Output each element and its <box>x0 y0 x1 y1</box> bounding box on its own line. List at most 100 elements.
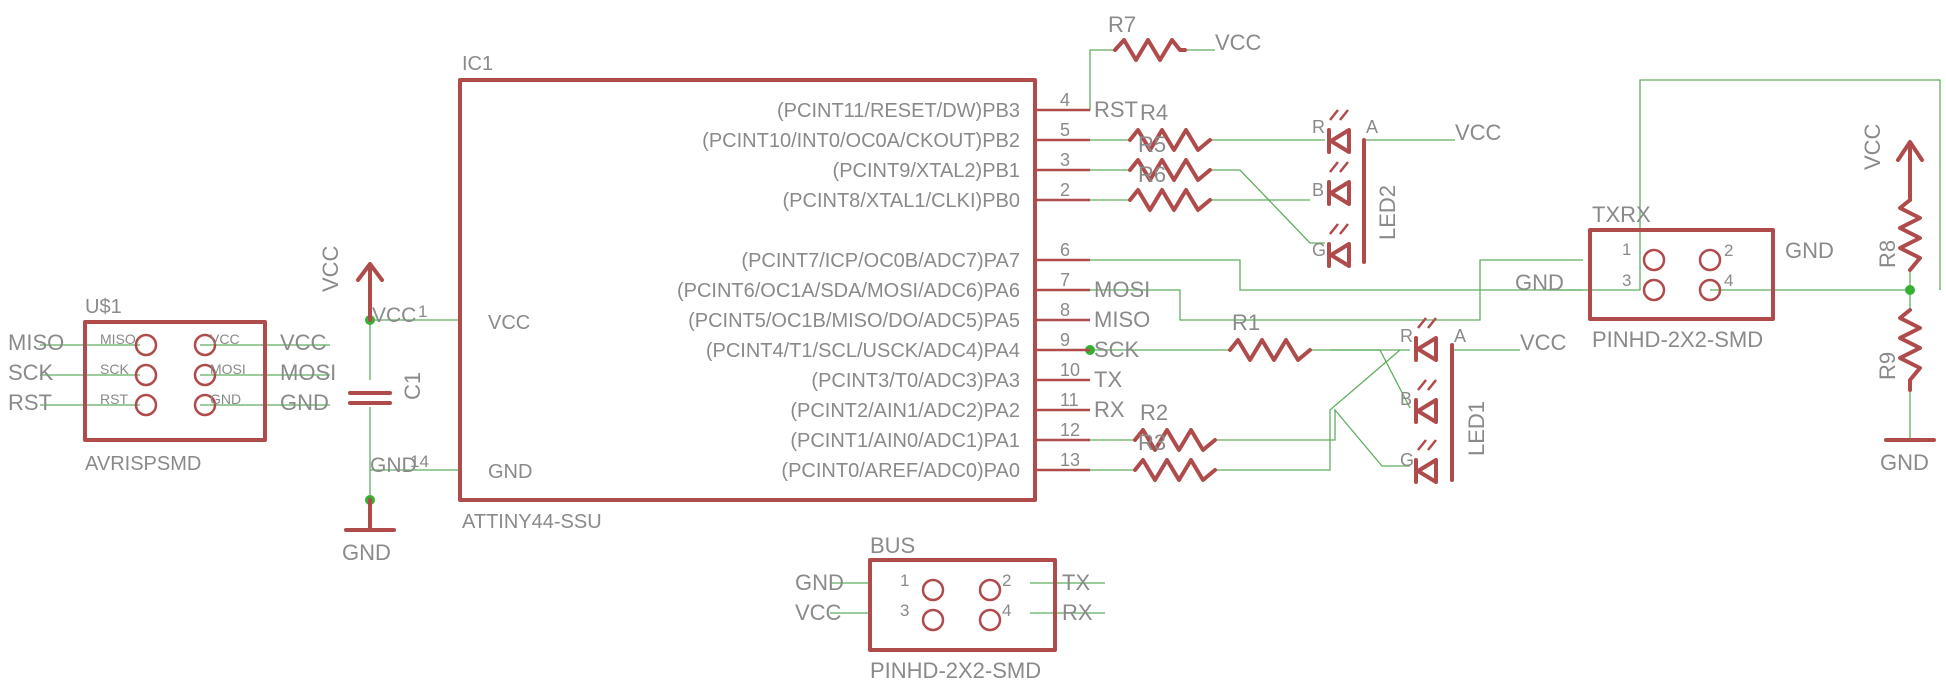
txrx-body <box>1588 228 1775 321</box>
resistor-r8: R8 <box>1875 198 1922 272</box>
resistor-r9: R9 <box>1875 308 1922 392</box>
ic1-gnd-pin-number: 14 <box>410 452 429 471</box>
bus-right-label: TX <box>1062 570 1090 595</box>
isp-net-label: SCK <box>8 360 54 385</box>
ic1-pin-label: (PCINT9/XTAL2)PB1 <box>833 160 1020 182</box>
isp-name: U$1 <box>85 296 122 318</box>
led2-name: LED2 <box>1375 185 1400 240</box>
ic1-pin-label: (PCINT10/INT0/OC0A/CKOUT)PB2 <box>702 130 1020 152</box>
bus-pin-3: 3 <box>900 601 909 620</box>
right-gnd-label: GND <box>1880 450 1929 475</box>
led1-a-label: A <box>1454 326 1466 346</box>
txrx-gnd-right: GND <box>1785 238 1834 263</box>
ic1-net-label: MOSI <box>1094 277 1150 302</box>
r2-label: R2 <box>1140 400 1168 425</box>
ic1-pin-label: (PCINT6/OC1A/SDA/MOSI/ADC6)PA6 <box>677 280 1020 302</box>
vcc-symbol-left: VCC <box>318 245 384 322</box>
led1-b-label: B <box>1400 389 1412 409</box>
bus-left-label: GND <box>795 570 844 595</box>
r7-label: R7 <box>1108 12 1136 37</box>
isp-pad-label: MISO <box>100 331 136 347</box>
bus-body <box>868 558 1057 652</box>
resistor-r6: R6 <box>1128 162 1212 212</box>
ic1-pin-label: (PCINT0/AREF/ADC0)PA0 <box>781 460 1020 482</box>
bus-value: PINHD-2X2-SMD <box>870 658 1041 683</box>
ic1-pin-number: 4 <box>1060 90 1070 110</box>
r1-label: R1 <box>1232 310 1260 335</box>
isp-pad <box>193 363 217 387</box>
vcc-symbol-label: VCC <box>318 245 343 292</box>
bus-left-label: VCC <box>795 600 842 625</box>
bus-pad <box>921 578 945 602</box>
ic1-pin-number: 2 <box>1060 180 1070 200</box>
isp-pad-label: SCK <box>100 361 129 377</box>
led1-g-label: G <box>1400 450 1414 470</box>
txrx-pad <box>1642 248 1666 272</box>
ic1-pin-label: (PCINT2/AIN1/ADC2)PA2 <box>790 400 1020 422</box>
isp-pad-label: GND <box>210 391 241 407</box>
txrx-pad <box>1698 278 1722 302</box>
resistor-r3: R3 <box>1133 430 1217 482</box>
gnd-symbol-right: GND <box>1880 438 1936 475</box>
isp-net-label: RST <box>8 390 52 415</box>
isp-pad-label: RST <box>100 391 128 407</box>
ic1-pin-number: 11 <box>1060 390 1079 410</box>
ic1-name: IC1 <box>462 53 493 75</box>
bus-pin-1: 1 <box>900 571 909 590</box>
isp-pad <box>134 363 158 387</box>
led1-r-label: R <box>1400 326 1413 346</box>
ic1-pin-label: (PCINT8/XTAL1/CLKI)PB0 <box>783 190 1020 212</box>
ic1-gnd-pin-label: GND <box>488 461 532 483</box>
led2-g-label: G <box>1312 240 1326 260</box>
led2: R B G A VCC LED2 <box>1312 109 1502 268</box>
cap-vcc-label: VCC <box>372 304 416 327</box>
ic1-net-label: RX <box>1094 397 1125 422</box>
ic1-net-label: MISO <box>1094 307 1150 332</box>
capacitor-c1: C1 VCC GND <box>348 304 425 477</box>
ic1-net-label: RST <box>1094 97 1138 122</box>
isp-net-label: MOSI <box>280 360 336 385</box>
r3-label: R3 <box>1138 430 1166 455</box>
isp-value: AVRISPSMD <box>85 453 201 475</box>
bus-pad <box>978 608 1002 632</box>
ic1-pin-label: (PCINT11/RESET/DW)PB3 <box>777 100 1020 122</box>
isp-net-label: MISO <box>8 330 64 355</box>
gnd-symbol-label: GND <box>342 540 391 565</box>
gnd-symbol-left: GND <box>342 498 396 565</box>
bus-pin-2: 2 <box>1002 571 1011 590</box>
isp-net-label: VCC <box>280 330 327 355</box>
vcc-symbol-right: VCC <box>1860 123 1924 202</box>
junction-dot <box>1905 285 1915 295</box>
isp-pad-label: VCC <box>210 331 240 347</box>
led1: R B G A VCC LED1 <box>1400 317 1567 484</box>
txrx-value: PINHD-2X2-SMD <box>1592 327 1763 352</box>
isp-net-label: GND <box>280 390 329 415</box>
isp-pad <box>134 333 158 357</box>
bus-header: BUS PINHD-2X2-SMD 1 3 2 4 GND VCC TX RX <box>795 533 1093 683</box>
txrx-pin-2: 2 <box>1724 241 1733 260</box>
txrx-name: TXRX <box>1592 202 1651 227</box>
cap-name: C1 <box>400 372 425 400</box>
isp-pad-label: MOSI <box>210 361 246 377</box>
bus-right-label: RX <box>1062 600 1093 625</box>
r8-label: R8 <box>1875 240 1900 268</box>
isp-pad <box>134 393 158 417</box>
led2-a-label: A <box>1366 117 1378 137</box>
ic1-pin-label: (PCINT4/T1/SCL/USCK/ADC4)PA4 <box>706 340 1020 362</box>
led1-name: LED1 <box>1464 401 1489 456</box>
resistor-r2: R2 <box>1133 400 1217 452</box>
led1-vcc-label: VCC <box>1520 330 1567 355</box>
ic1-pin-number: 12 <box>1060 420 1080 440</box>
resistor-r4: R4 <box>1128 100 1212 152</box>
txrx-header: TXRX PINHD-2X2-SMD 1 3 2 4 GND GND <box>1515 202 1834 352</box>
ic1-pin-number: 6 <box>1060 240 1070 260</box>
r4-label: R4 <box>1140 100 1168 125</box>
ic1-net-label: TX <box>1094 367 1122 392</box>
ic1-vcc-pin-number: 1 <box>418 302 427 321</box>
bus-pad <box>978 578 1002 602</box>
ic1-pin-label: (PCINT3/T0/ADC3)PA3 <box>811 370 1020 392</box>
led2-vcc-label: VCC <box>1455 120 1502 145</box>
r9-label: R9 <box>1875 352 1900 380</box>
r6-label: R6 <box>1138 162 1166 187</box>
